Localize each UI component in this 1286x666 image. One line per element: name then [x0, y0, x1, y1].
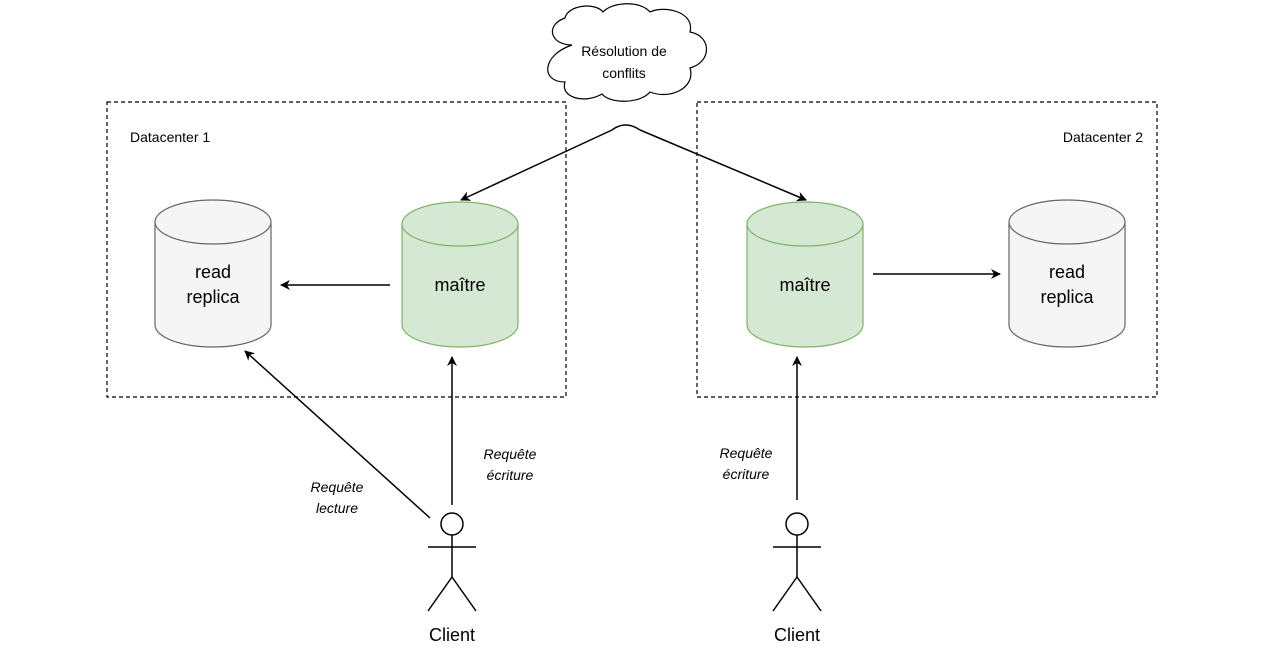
dc1-replica-label-line1: read: [195, 262, 231, 282]
datacenter-1-label: Datacenter 1: [130, 129, 210, 145]
client-1-label: Client: [429, 625, 475, 645]
client-2-label: Client: [774, 625, 820, 645]
dc2-read-replica: read replica: [1008, 199, 1126, 348]
write-request-2-label-line1: Requête: [720, 445, 773, 461]
cloud-label-line1: Résolution de: [581, 43, 667, 59]
write-request-2-label-line2: écriture: [723, 466, 770, 482]
dc2-master-label: maître: [779, 275, 830, 295]
sync-arrow-right: [639, 129, 807, 202]
write-request-1-label-line1: Requête: [484, 446, 537, 462]
read-request-arrow: [244, 350, 431, 519]
dc1-replica-label-line2: replica: [186, 287, 240, 307]
write-request-1-label-line2: écriture: [487, 467, 534, 483]
client-1-actor-icon: [427, 512, 477, 612]
dc1-master: maître: [401, 201, 519, 348]
read-request-label-line2: lecture: [316, 500, 358, 516]
conflict-resolution-cloud: [547, 3, 707, 102]
dc1-read-replica: read replica: [154, 199, 272, 348]
dc2-replica-label-line1: read: [1049, 262, 1085, 282]
sync-arrow-to-master-1: [611, 124, 641, 131]
datacenter-2-label: Datacenter 2: [1063, 129, 1143, 145]
dc1-master-label: maître: [434, 275, 485, 295]
dc2-master: maître: [746, 201, 864, 348]
read-request-label-line1: Requête: [311, 479, 364, 495]
datacenter-1-box: [106, 101, 567, 398]
sync-arrow-left: [460, 129, 613, 201]
client-2-actor-icon: [772, 512, 822, 612]
cloud-label-line2: conflits: [602, 65, 646, 81]
dc2-replica-label-line2: replica: [1040, 287, 1094, 307]
